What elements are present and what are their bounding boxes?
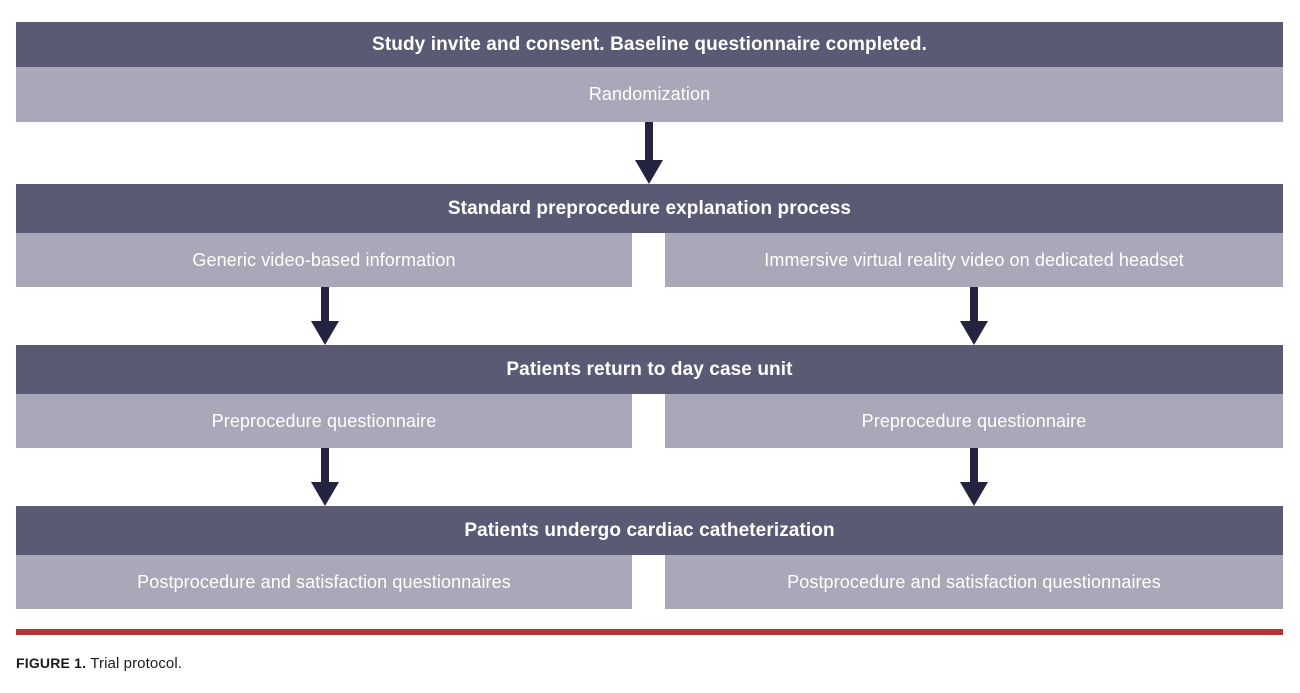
arrow-randomization-to-explanation xyxy=(632,122,666,184)
arrow-vr-to-catheterization xyxy=(957,448,991,506)
stage-explanation-header: Standard preprocedure explanation proces… xyxy=(16,184,1283,233)
stage-catheterization-vr-questionnaires: Postprocedure and satisfaction questionn… xyxy=(665,555,1283,609)
stage-explanation-vr-arm: Immersive virtual reality video on dedic… xyxy=(665,233,1283,287)
figure-caption: FIGURE 1. Trial protocol. xyxy=(16,655,182,672)
stage-return-control-questionnaire: Preprocedure questionnaire xyxy=(16,394,632,448)
figure-caption-text: Trial protocol. xyxy=(86,655,183,672)
stage-enrollment-randomization: Randomization xyxy=(16,67,1283,122)
stage-return-header: Patients return to day case unit xyxy=(16,345,1283,394)
stage-catheterization-header: Patients undergo cardiac catheterization xyxy=(16,506,1283,555)
arrow-control-to-catheterization xyxy=(308,448,342,506)
stage-catheterization-control-questionnaires: Postprocedure and satisfaction questionn… xyxy=(16,555,632,609)
stage-enrollment-header: Study invite and consent. Baseline quest… xyxy=(16,22,1283,67)
caption-rule xyxy=(16,629,1283,635)
stage-return-vr-questionnaire: Preprocedure questionnaire xyxy=(665,394,1283,448)
arrow-vr-to-return xyxy=(957,287,991,345)
arrow-control-to-return xyxy=(308,287,342,345)
figure-caption-label: FIGURE 1. xyxy=(16,655,87,671)
stage-explanation-control-arm: Generic video-based information xyxy=(16,233,632,287)
